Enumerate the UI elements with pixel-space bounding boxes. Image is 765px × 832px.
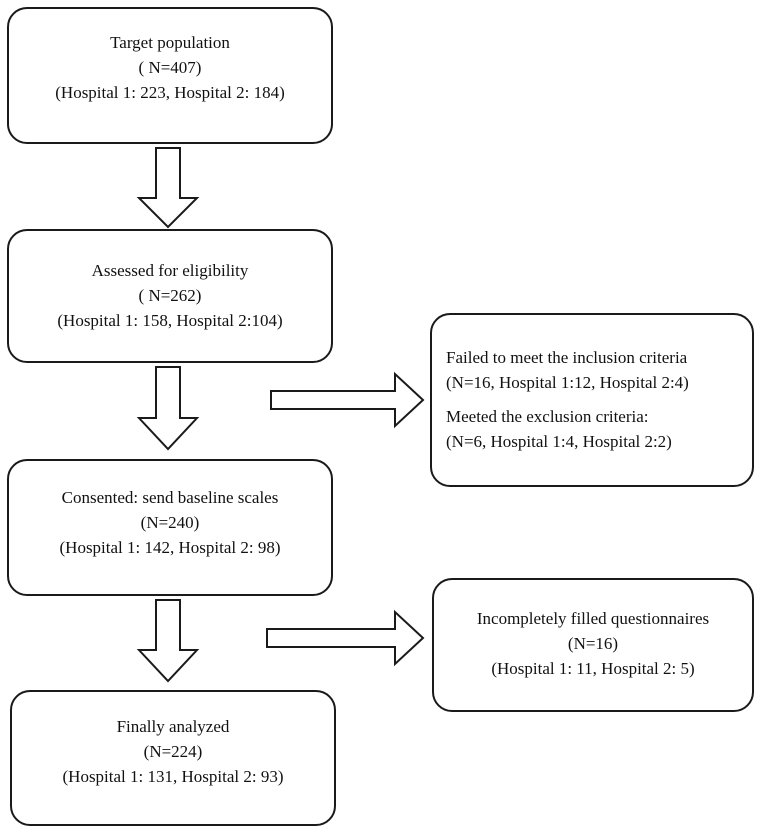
failed-inclusion-counts: (N=16, Hospital 1:12, Hospital 2:4) xyxy=(446,373,689,392)
target-population-count: ( N=407) xyxy=(138,58,202,77)
finally-analyzed-box: Finally analyzed (N=224) (Hospital 1: 13… xyxy=(10,690,336,826)
consented-hospitals: (Hospital 1: 142, Hospital 2: 98) xyxy=(59,538,281,557)
target-population-title: Target population xyxy=(110,33,230,52)
excluded-box: Failed to meet the inclusion criteria (N… xyxy=(430,313,754,487)
incomplete-questionnaires-count: (N=16) xyxy=(567,634,619,653)
consented-box: Consented: send baseline scales (N=240) … xyxy=(7,459,333,596)
incomplete-questionnaires-hospitals: (Hospital 1: 11, Hospital 2: 5) xyxy=(491,659,695,678)
down-arrow-2 xyxy=(136,366,200,451)
assessed-eligibility-hospitals: (Hospital 1: 158, Hospital 2:104) xyxy=(57,311,283,330)
down-arrow-3 xyxy=(136,599,200,683)
target-population-box: Target population ( N=407) (Hospital 1: … xyxy=(7,7,333,144)
down-arrow-1 xyxy=(136,147,200,229)
met-exclusion-counts: (N=6, Hospital 1:4, Hospital 2:2) xyxy=(446,432,672,451)
finally-analyzed-hospitals: (Hospital 1: 131, Hospital 2: 93) xyxy=(62,767,284,786)
assessed-eligibility-box: Assessed for eligibility ( N=262) (Hospi… xyxy=(7,229,333,363)
assessed-eligibility-title: Assessed for eligibility xyxy=(91,261,249,280)
right-arrow-2 xyxy=(266,609,425,667)
assessed-eligibility-count: ( N=262) xyxy=(138,286,202,305)
consented-title: Consented: send baseline scales xyxy=(61,488,279,507)
right-arrow-1 xyxy=(270,371,425,429)
finally-analyzed-title: Finally analyzed xyxy=(116,717,230,736)
consented-count: (N=240) xyxy=(140,513,200,532)
finally-analyzed-count: (N=224) xyxy=(143,742,203,761)
failed-inclusion-label: Failed to meet the inclusion criteria xyxy=(446,348,688,367)
met-exclusion-label: Meeted the exclusion criteria: xyxy=(446,407,649,426)
target-population-hospitals: (Hospital 1: 223, Hospital 2: 184) xyxy=(55,83,285,102)
incomplete-questionnaires-title: Incompletely filled questionnaires xyxy=(476,609,710,628)
incomplete-questionnaires-box: Incompletely filled questionnaires (N=16… xyxy=(432,578,754,712)
